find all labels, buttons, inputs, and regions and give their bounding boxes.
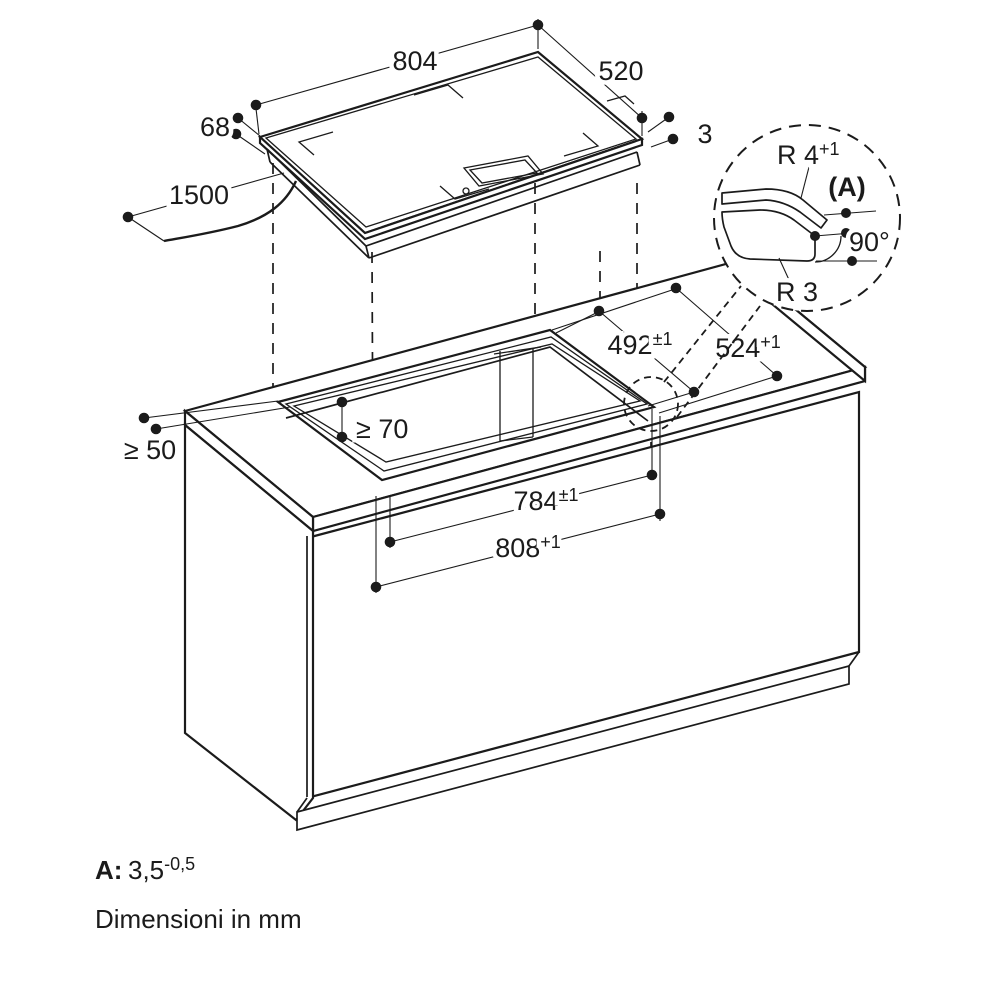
dim-492-tol: ±1: [653, 329, 673, 349]
svg-text:A:3,5-0,5: A:3,5-0,5: [95, 854, 195, 885]
detail-angle-label: 90°: [849, 227, 890, 257]
svg-text:68: 68: [200, 112, 230, 142]
svg-text:R 4+1: R 4+1: [777, 139, 840, 170]
dim-524-tol: +1: [760, 332, 781, 352]
svg-text:3: 3: [697, 119, 712, 149]
dim-784-tol: ±1: [559, 485, 579, 505]
svg-text:≥ 70: ≥ 70: [356, 414, 408, 444]
dimension-70: ≥ 70: [336, 396, 413, 449]
dimension-50: ≥ 50: [119, 400, 291, 470]
dimension-520: 520: [537, 24, 648, 136]
detail-callout: (A) 90° R 4+1 R 3: [623, 124, 901, 432]
cutout-inner-edge: [292, 343, 642, 463]
svg-text:804: 804: [392, 46, 437, 76]
detail-ref-label: (A): [828, 172, 865, 202]
svg-text:90°: 90°: [849, 227, 890, 257]
dim-808-tol: +1: [540, 532, 561, 552]
detail-profile-top: [721, 188, 828, 229]
note-a-value: 3,5: [128, 855, 164, 885]
svg-text:784±1: 784±1: [514, 485, 579, 516]
detail-profile-bottom: [721, 209, 816, 262]
detail-r3-label: R 3: [776, 277, 818, 307]
dimension-524: 524+1: [658, 282, 785, 414]
detail-source-circle: [623, 376, 679, 432]
control-knob-icon: [462, 187, 470, 195]
cutout-inner-wall: [285, 346, 649, 422]
svg-text:≥ 50: ≥ 50: [124, 435, 176, 465]
dim-1500-label: 1500: [169, 180, 229, 210]
power-cable: [163, 180, 298, 243]
dim-70-label: ≥ 70: [356, 414, 408, 444]
dimension-804: 804: [250, 19, 544, 135]
detail-r4-label: R 4: [777, 140, 819, 170]
footer-notes: A:3,5-0,5 Dimensioni in mm: [95, 854, 302, 934]
svg-text:R 3: R 3: [776, 277, 818, 307]
dim-784-label: 784: [514, 486, 559, 516]
cooktop-glass-rim: [264, 56, 638, 228]
dimension-1500: 1500: [122, 172, 285, 242]
svg-text:808+1: 808+1: [495, 532, 561, 563]
cabinet-brace: [493, 346, 542, 442]
dimension-492: 492±1: [551, 288, 700, 407]
cutout-outer-edge: [275, 328, 657, 482]
cooking-zone-marks: [297, 84, 635, 200]
dim-68-label: 68: [200, 112, 230, 142]
svg-text:Dimensioni in mm: Dimensioni in mm: [95, 904, 302, 934]
detail-ref-A: (A): [814, 168, 877, 238]
note-a-key: A:: [95, 855, 122, 885]
detail-r4-tol: +1: [819, 139, 840, 159]
dim-50-label: ≥ 50: [124, 435, 176, 465]
svg-text:1500: 1500: [169, 180, 229, 210]
dim-808-label: 808: [495, 533, 540, 563]
dim-524-label: 524: [715, 333, 760, 363]
dimension-784: 784±1: [384, 409, 658, 548]
svg-text:(A): (A): [828, 172, 865, 202]
dimension-68: 68: [195, 108, 266, 155]
detail-radius-top: R 4+1: [773, 135, 844, 199]
detail-radius-bottom: R 3: [771, 257, 823, 312]
note-a-tol: -0,5: [164, 854, 195, 874]
cooktop: [163, 50, 645, 259]
dim-804-label: 804: [392, 46, 437, 76]
cooktop-body: [266, 148, 641, 259]
cabinet-plinth: [296, 651, 860, 832]
dimension-808: 808+1: [370, 416, 666, 593]
dimension-3: 3: [647, 111, 717, 154]
dim-520-label: 520: [598, 56, 643, 86]
control-panel: [462, 155, 545, 195]
cooktop-glass-band: [258, 134, 644, 241]
dim-3-label: 3: [697, 119, 712, 149]
cutout-step-edge: [284, 336, 649, 472]
svg-text:524+1: 524+1: [715, 332, 781, 363]
detail-angle-90: 90°: [810, 223, 894, 266]
dim-492-label: 492: [608, 330, 653, 360]
cabinet-left-side: [183, 422, 315, 822]
note-units: Dimensioni in mm: [95, 904, 302, 934]
svg-text:520: 520: [598, 56, 643, 86]
worktop-cutout: [275, 328, 657, 482]
svg-text:492±1: 492±1: [608, 329, 673, 360]
